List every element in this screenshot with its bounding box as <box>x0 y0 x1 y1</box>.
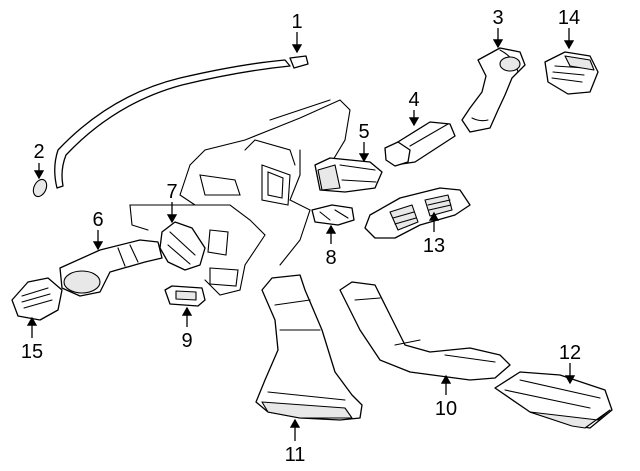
part-7-duct-elbow <box>159 221 206 271</box>
part-4-center-duct <box>384 121 456 167</box>
dash-panel-outline <box>129 99 351 296</box>
callout-6: 6 <box>92 209 103 231</box>
part-15-left-vent <box>11 277 63 321</box>
callout-4: 4 <box>408 89 419 111</box>
part-3-side-duct <box>461 47 526 133</box>
callout-7: 7 <box>166 181 177 203</box>
callout-3: 3 <box>492 7 503 29</box>
part-5-center-outlet <box>314 157 383 193</box>
part-11-floor-duct <box>255 274 363 421</box>
callout-labels: 1 2 3 4 5 6 7 8 9 10 11 12 13 14 15 <box>21 7 581 466</box>
part-2-clip <box>32 178 48 198</box>
callout-12: 12 <box>559 342 581 364</box>
callout-1: 1 <box>291 11 302 33</box>
part-12-rear-floor-duct <box>494 371 613 429</box>
callout-5: 5 <box>358 121 369 143</box>
part-14-right-vent <box>544 51 599 95</box>
callout-11: 11 <box>285 444 306 466</box>
callout-leaders <box>26 28 576 441</box>
callout-8: 8 <box>325 247 336 269</box>
callout-10: 10 <box>435 398 457 420</box>
part-9-vent-piece <box>164 285 206 307</box>
part-6-left-side-duct <box>59 239 163 297</box>
part-13-dash-outlet <box>364 187 471 239</box>
callout-13: 13 <box>423 235 445 257</box>
callout-15: 15 <box>21 341 43 363</box>
part-10-floor-duct <box>339 281 511 381</box>
callout-2: 2 <box>33 141 44 163</box>
part-1-dash-trim-strip <box>54 55 309 189</box>
part-8-bracket <box>311 204 355 226</box>
callout-9: 9 <box>181 330 192 352</box>
callout-14: 14 <box>558 7 580 29</box>
